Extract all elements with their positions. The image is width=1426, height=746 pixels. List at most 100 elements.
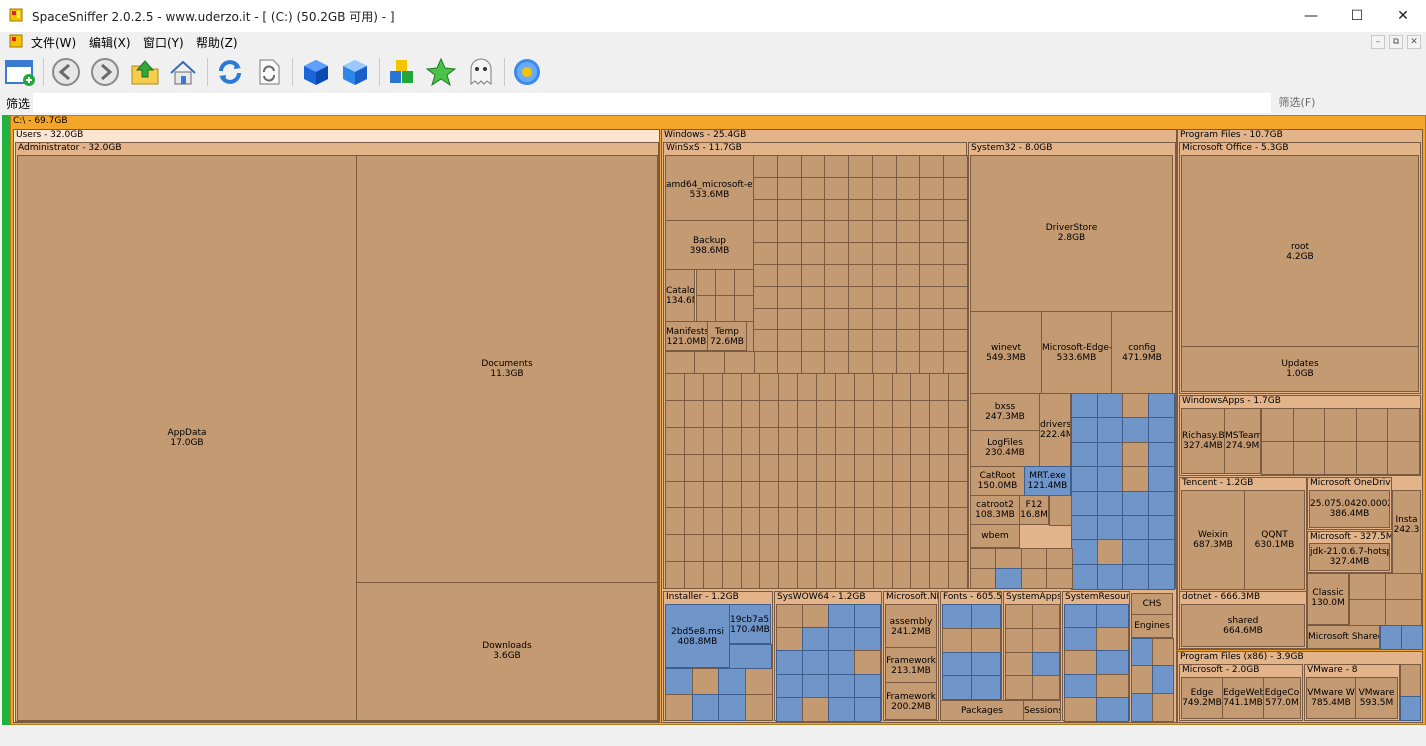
treemap-cell[interactable] [778,480,799,509]
treemap-cell[interactable] [828,604,855,629]
treemap-cell[interactable] [895,176,921,200]
treemap-cell[interactable] [895,285,921,309]
treemap-cell[interactable] [919,220,945,244]
treemap-cell[interactable] [800,242,826,266]
treemap-cell[interactable] [1385,573,1422,600]
treemap-cell[interactable] [824,329,850,353]
amd64-edge-tile[interactable]: amd64_microsoft-edg 533.6MB [665,155,754,221]
msteams-tile[interactable]: MSTeam 274.9M [1224,408,1261,474]
treemap-cell[interactable] [895,351,921,375]
treemap-cell[interactable] [943,285,969,309]
treemap-cell[interactable] [702,534,723,563]
treemap-cell[interactable] [802,650,829,676]
treemap-cell[interactable] [824,285,850,309]
edgewebview-tile[interactable]: EdgeWeb 741.1MB [1222,677,1264,719]
treemap-cell[interactable] [895,198,921,222]
treemap-cell[interactable] [797,426,818,455]
treemap-cell[interactable] [943,329,969,353]
treemap-cell[interactable] [910,373,931,401]
treemap-cell[interactable] [723,351,755,374]
treemap-cell[interactable] [853,561,874,590]
treemap-cell[interactable] [942,675,972,701]
edgecore-tile[interactable]: EdgeCo 577.0M [1263,677,1301,719]
treemap-cell[interactable] [828,650,855,676]
treemap-cell[interactable] [778,399,799,428]
treemap-cell[interactable] [1064,650,1097,676]
treemap-cell[interactable] [929,399,950,428]
treemap-cell[interactable] [948,561,969,590]
treemap-cell[interactable] [828,696,855,722]
treemap-cell[interactable] [853,426,874,455]
treemap-cell[interactable] [1122,539,1149,566]
treemap-cell[interactable] [824,198,850,222]
onedrive-version-tile[interactable]: 25.075.0420.0002 386.4MB [1309,490,1390,528]
treemap-cell[interactable] [891,480,912,509]
catroot2-tile[interactable]: catroot2 108.3MB [970,495,1020,525]
treemap-cell[interactable] [848,198,874,222]
treemap-cell[interactable] [1096,563,1124,590]
treemap-cell[interactable] [853,507,874,536]
driverstore-tile[interactable]: DriverStore 2.8GB [970,155,1173,312]
treemap-cell[interactable] [696,269,716,296]
treemap-cell[interactable] [1380,625,1402,650]
treemap-cell[interactable] [948,507,969,536]
mdi-close-button[interactable]: ✕ [1407,35,1421,49]
treemap-cell[interactable] [734,269,754,296]
treemap-cell[interactable] [824,242,850,266]
sessions-tile[interactable]: Sessions [1023,700,1061,721]
treemap-cell[interactable] [776,696,803,722]
treemap-cell[interactable] [929,561,950,590]
assembly-tile[interactable]: assembly 241.2MB [885,604,937,648]
treemap-cell[interactable] [683,480,704,509]
treemap-cell[interactable] [702,426,723,455]
treemap-cell[interactable] [696,295,716,322]
treemap-cell[interactable] [929,426,950,455]
treemap-cell[interactable] [1122,393,1149,419]
treemap-cell[interactable] [824,155,850,178]
treemap-cell[interactable] [683,453,704,482]
treemap-cell[interactable] [1045,568,1073,589]
f12-tile[interactable]: F12 16.8M [1019,495,1049,525]
treemap-cell[interactable] [721,534,742,563]
treemap-cell[interactable] [942,651,972,677]
treemap-cell[interactable] [1147,539,1175,566]
treemap-cell[interactable] [753,285,778,309]
treemap-cell[interactable] [753,198,778,222]
treemap-cell[interactable] [800,155,826,178]
treemap-cell[interactable] [816,480,836,509]
treemap-cell[interactable] [816,399,836,428]
treemap-cell[interactable] [834,480,855,509]
backup-tile[interactable]: Backup 398.6MB [665,220,754,270]
treemap-cell[interactable] [971,627,1001,653]
treemap-cell[interactable] [1122,441,1149,468]
treemap-cell[interactable] [776,351,802,375]
treemap-cell[interactable] [853,453,874,482]
treemap-cell[interactable] [1064,696,1097,722]
treemap-cell[interactable] [919,176,945,200]
treemap-cell[interactable] [721,480,742,509]
settings-button[interactable] [510,55,544,89]
treemap-cell[interactable] [848,351,874,375]
treemap-cell[interactable] [1020,568,1048,589]
chs-tile[interactable]: CHS [1131,593,1173,615]
treemap-cell[interactable] [691,694,720,721]
treemap-cell[interactable] [1020,548,1048,569]
menu-window[interactable]: 窗口(Y) [143,36,184,50]
treemap-cell[interactable] [665,373,685,401]
treemap-cell[interactable] [910,426,931,455]
treemap-cell[interactable] [1324,408,1358,442]
treemap-cell[interactable] [1032,604,1060,629]
treemap-cell[interactable] [895,264,921,287]
treemap-cell[interactable] [721,399,742,428]
treemap-cell[interactable] [1096,696,1129,722]
cube-light-button[interactable] [338,55,372,89]
drivers-tile[interactable]: drivers 222.4M [1039,393,1071,467]
treemap-cell[interactable] [778,426,799,455]
jdk-tile[interactable]: jdk-21.0.6.7-hotsp 327.4MB [1309,543,1390,571]
treemap-cell[interactable] [948,480,969,509]
treemap-cell[interactable] [816,373,836,401]
treemap-cell[interactable] [891,534,912,563]
treemap-cell[interactable] [910,480,931,509]
star-button[interactable] [424,55,458,89]
treemap-cell[interactable] [1096,490,1124,517]
